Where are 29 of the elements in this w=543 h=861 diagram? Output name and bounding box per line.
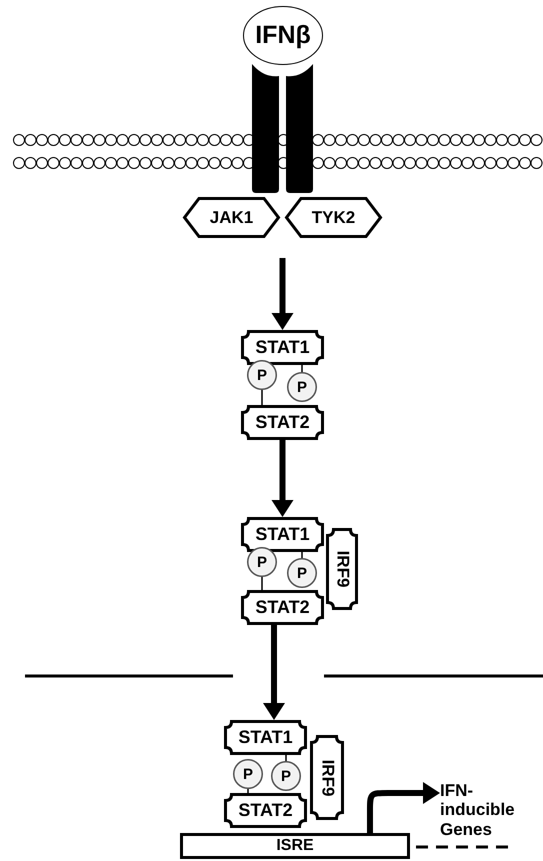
connector-line xyxy=(301,365,303,372)
arrow xyxy=(366,782,440,833)
arrow xyxy=(272,440,294,517)
protein-box: STAT2 xyxy=(241,405,324,440)
connector-line xyxy=(247,789,249,793)
phosphate-circle: P xyxy=(247,547,277,577)
protein-box: STAT2 xyxy=(224,793,307,828)
phosphate-circle: P xyxy=(247,360,277,390)
arrow xyxy=(272,258,294,330)
dna-element-box: ISRE xyxy=(180,833,410,859)
protein-box: IRF9 xyxy=(310,735,344,820)
connector-line xyxy=(285,755,287,761)
protein-box: IRF9 xyxy=(326,528,358,610)
protein-box: STAT2 xyxy=(241,590,324,625)
protein-box: STAT1 xyxy=(241,330,324,365)
arrow xyxy=(263,625,285,720)
protein-box: STAT1 xyxy=(224,720,307,755)
ligand-ellipse: IFNβ xyxy=(243,6,323,65)
phosphate-circle: P xyxy=(271,761,301,791)
connector-line xyxy=(261,390,263,405)
phosphate-circle: P xyxy=(287,372,317,402)
phosphate-circle: P xyxy=(233,759,263,789)
protein-box: STAT1 xyxy=(241,517,324,552)
connector-line xyxy=(301,552,303,558)
phosphate-circle: P xyxy=(287,558,317,588)
kinase-hexagon: JAK1 xyxy=(183,197,280,238)
gene-label: IFN- inducible Genes xyxy=(440,779,540,841)
connector-line xyxy=(261,577,263,590)
kinase-hexagon: TYK2 xyxy=(285,197,382,238)
